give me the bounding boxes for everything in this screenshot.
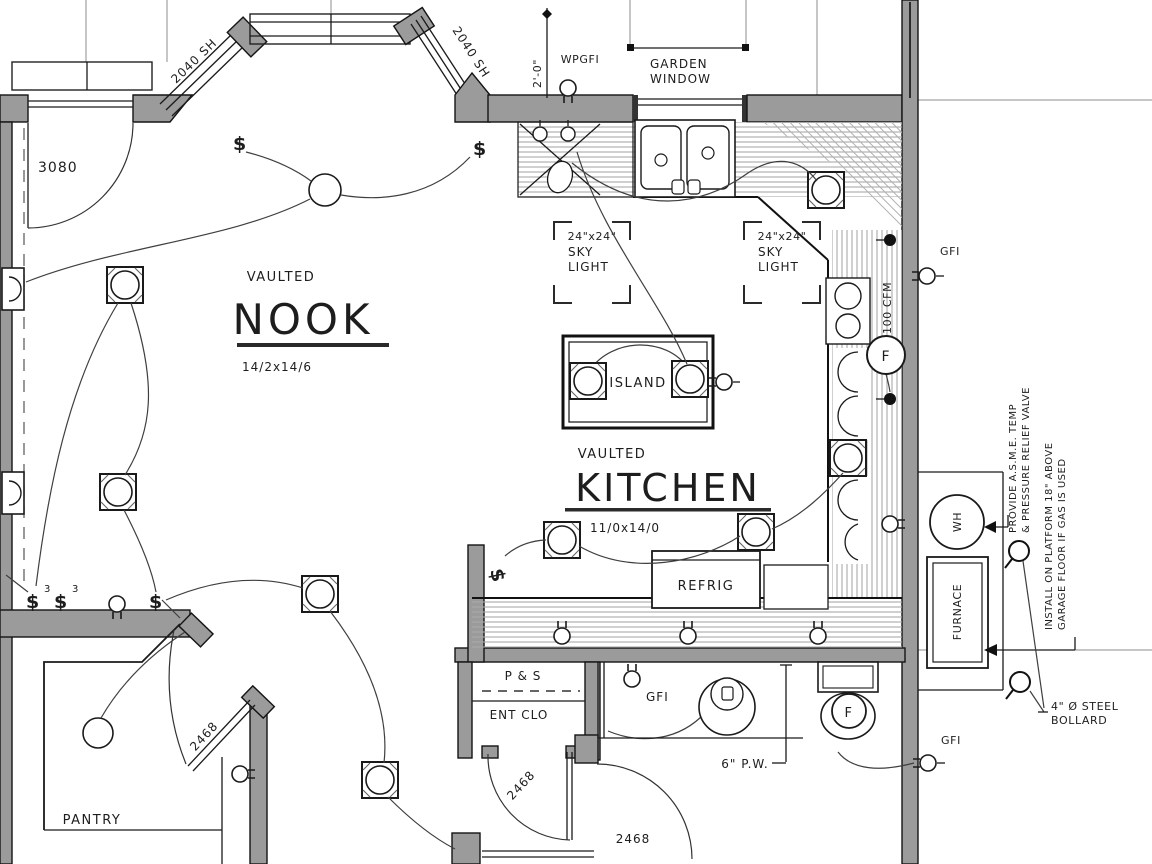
- door-3080: 3080: [27, 122, 134, 229]
- surface-light-icon: [308, 173, 342, 207]
- nook-qualifier: VAULTED: [247, 270, 316, 285]
- refrigerator: REFRIG: [651, 550, 829, 610]
- skylight-1: 24"x24" SKY LIGHT: [553, 221, 631, 304]
- three-way-marker: 3: [72, 584, 79, 595]
- double-sink: [634, 119, 736, 198]
- switch-symbol: $: [26, 591, 39, 613]
- toilet-tank: [817, 661, 879, 693]
- water-heater-label: WH: [951, 512, 964, 532]
- gfi-label: GFI: [941, 734, 961, 747]
- switch-symbol: $: [485, 566, 509, 584]
- skylight-label-2: LIGHT: [568, 260, 609, 274]
- utility-room: GFI F 6" P.W. GFI: [597, 661, 961, 772]
- ceiling-light-fixture: [99, 473, 137, 511]
- kitchen-title: KITCHEN: [575, 466, 761, 510]
- skylight-label-1: SKY: [568, 245, 593, 259]
- ceiling-light-fixture: [829, 439, 867, 477]
- surface-light-icon: [82, 717, 114, 749]
- platform-note-1: INSTALL ON PLATFORM 18" ABOVE: [1044, 442, 1055, 630]
- ceiling-light-fixture: [569, 362, 607, 400]
- pantry-label: PANTRY: [63, 813, 122, 828]
- platform-note-2: GARAGE FLOOR IF GAS IS USED: [1057, 458, 1068, 630]
- island-label: ISLAND: [609, 376, 666, 391]
- skylight-label-1: SKY: [758, 245, 783, 259]
- wpgfi-label: WPGFI: [561, 53, 600, 66]
- ceiling-light-fixture: [543, 521, 581, 559]
- door-2468-label: 2468: [504, 768, 538, 803]
- door-3080-label: 3080: [38, 160, 78, 176]
- exhaust-fan-kitchen: F 100 CFM: [866, 282, 906, 375]
- furnace-label: FURNACE: [951, 584, 964, 640]
- bay-dimension: 2'-0" WPGFI: [531, 8, 600, 104]
- garden-window-label-2: WINDOW: [650, 72, 711, 86]
- outlet-icon: [884, 234, 896, 246]
- hall-door: 2468: [482, 763, 693, 860]
- gfi-label: GFI: [646, 690, 669, 704]
- fan-letter: F: [881, 349, 890, 365]
- window-label-2040sh-left: 2040 SH: [168, 36, 219, 86]
- mechanical-area: WH FURNACE PROVIDE A.S.M.E. TEMP & PRESS…: [918, 387, 1119, 727]
- bay-window: 2040 SH 2040 SH: [0, 6, 493, 123]
- skylight-2: 24"x24" SKY LIGHT: [743, 221, 821, 304]
- ceiling-light-fixture: [671, 360, 709, 398]
- nook-dimensions: 14/2x14/6: [242, 360, 312, 374]
- plumbing-wall-dimension: 6" P.W.: [721, 757, 768, 771]
- fan-letter: F: [845, 706, 854, 721]
- bollard-icon: [1008, 540, 1030, 562]
- gfi-receptacle-top: GFI: [911, 245, 960, 285]
- ceiling-light-fixture: [737, 513, 775, 551]
- switches-and-outlets: $ $ $ $ 3 $ 3 $: [5, 133, 906, 783]
- garden-window-label-1: GARDEN: [650, 57, 708, 71]
- skylight-size-label: 24"x24": [758, 230, 807, 243]
- skylight-size-label: 24"x24": [568, 230, 617, 243]
- closet-shelf-label: P & S: [505, 669, 542, 683]
- kitchen-dimensions: 11/0x14/0: [590, 521, 660, 535]
- outlet-icon: [884, 393, 896, 405]
- three-way-marker: 3: [44, 584, 51, 595]
- bay-depth-dimension: 2'-0": [531, 59, 544, 88]
- switch-symbol: $: [149, 591, 162, 613]
- ceiling-fixtures: [1, 171, 867, 799]
- bollard-note-2: BOLLARD: [1051, 714, 1107, 727]
- kitchen-island: ISLAND: [561, 334, 740, 430]
- relief-valve-note-2: & PRESSURE RELIEF VALVE: [1021, 387, 1032, 533]
- switch-symbol: $: [473, 138, 486, 160]
- door-2468-label: 2468: [616, 832, 651, 846]
- ceiling-light-fixture: [361, 761, 399, 799]
- nook-title: NOOK: [232, 295, 373, 344]
- wall-light-icon: [1, 471, 25, 515]
- bollard-note-1: 4" Ø STEEL: [1051, 700, 1119, 713]
- relief-valve-note-1: PROVIDE A.S.M.E. TEMP: [1008, 404, 1019, 533]
- gfi-label: GFI: [940, 245, 960, 258]
- kitchen-qualifier: VAULTED: [578, 447, 647, 462]
- entry-closet-label: ENT CLO: [490, 708, 549, 722]
- garden-window: GARDEN WINDOW: [627, 44, 749, 106]
- ceiling-light-fixture: [301, 575, 339, 613]
- right-wall-appliances: [825, 277, 871, 564]
- refrigerator-label: REFRIG: [678, 579, 735, 594]
- switch-symbol: $: [54, 591, 67, 613]
- pantry-interior: 2468: [43, 623, 256, 864]
- switch-symbol: $: [233, 133, 246, 155]
- bollard-icon: [1009, 671, 1031, 693]
- outlet-icon: [623, 663, 641, 688]
- wall-light-icon: [1, 267, 25, 311]
- window-label-2040sh-right: 2040 SH: [449, 24, 492, 80]
- skylight-label-2: LIGHT: [758, 260, 799, 274]
- room-titles: VAULTED NOOK 14/2x14/6 VAULTED KITCHEN 1…: [63, 270, 771, 828]
- ceiling-light-fixture: [106, 266, 144, 304]
- fan-cfm-label: 100 CFM: [881, 282, 894, 334]
- wiring-runs: [25, 151, 915, 850]
